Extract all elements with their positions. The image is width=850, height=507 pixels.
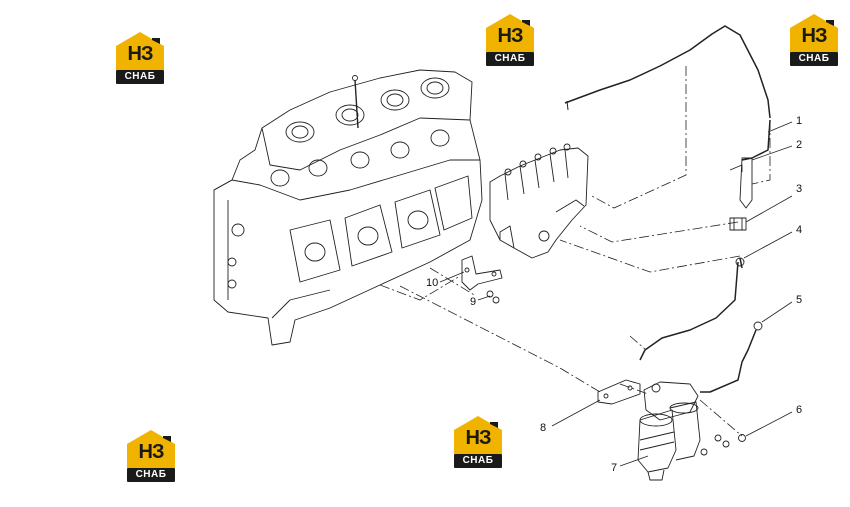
logo-house-icon	[486, 14, 534, 52]
logo-caption: СНАБ	[127, 468, 175, 482]
fuel-lines	[564, 25, 771, 393]
bracket-8	[597, 379, 641, 405]
fuel-filter-7	[637, 381, 701, 481]
callout-4: 4	[796, 224, 803, 236]
assembly-lines	[379, 66, 771, 437]
callout-10: 10	[426, 277, 439, 289]
fitting-4	[735, 257, 745, 267]
logo-mark: НЗ	[497, 25, 524, 47]
injection-pump	[489, 143, 589, 259]
bracket-2	[729, 157, 753, 209]
logo-caption: СНАБ	[116, 70, 164, 84]
watermark-logo: НЗ СНАБ	[123, 428, 179, 484]
bolt-6	[700, 434, 746, 456]
callout-1: 1	[796, 115, 803, 127]
clip-3	[729, 217, 747, 231]
callout-5: 5	[796, 294, 803, 306]
logo-caption: СНАБ	[454, 454, 502, 468]
callout-9: 9	[470, 296, 477, 308]
engine-block	[213, 69, 483, 346]
callout-8: 8	[540, 422, 547, 434]
bolt-9	[486, 290, 500, 304]
logo-house-icon	[116, 32, 164, 70]
watermark-logo: НЗ СНАБ	[482, 12, 538, 68]
logo-house-icon	[454, 416, 502, 454]
logo-caption: СНАБ	[486, 52, 534, 66]
bracket-10	[461, 255, 503, 291]
logo-house-icon	[127, 430, 175, 468]
watermark-logo: НЗ СНАБ	[450, 414, 506, 470]
logo-mark: НЗ	[465, 427, 492, 449]
callout-3: 3	[796, 183, 803, 195]
callout-2: 2	[796, 139, 803, 151]
logo-mark: НЗ	[801, 25, 828, 47]
leader-lines	[439, 121, 793, 467]
logo-caption: СНАБ	[790, 52, 838, 66]
callout-7: 7	[611, 462, 618, 474]
watermark-logo: НЗ СНАБ	[112, 30, 168, 86]
logo-mark: НЗ	[138, 441, 165, 463]
logo-mark: НЗ	[127, 43, 154, 65]
fitting-5	[753, 321, 763, 331]
logo-house-icon	[790, 14, 838, 52]
callout-6: 6	[796, 404, 803, 416]
watermark-logo: НЗ СНАБ	[786, 12, 842, 68]
